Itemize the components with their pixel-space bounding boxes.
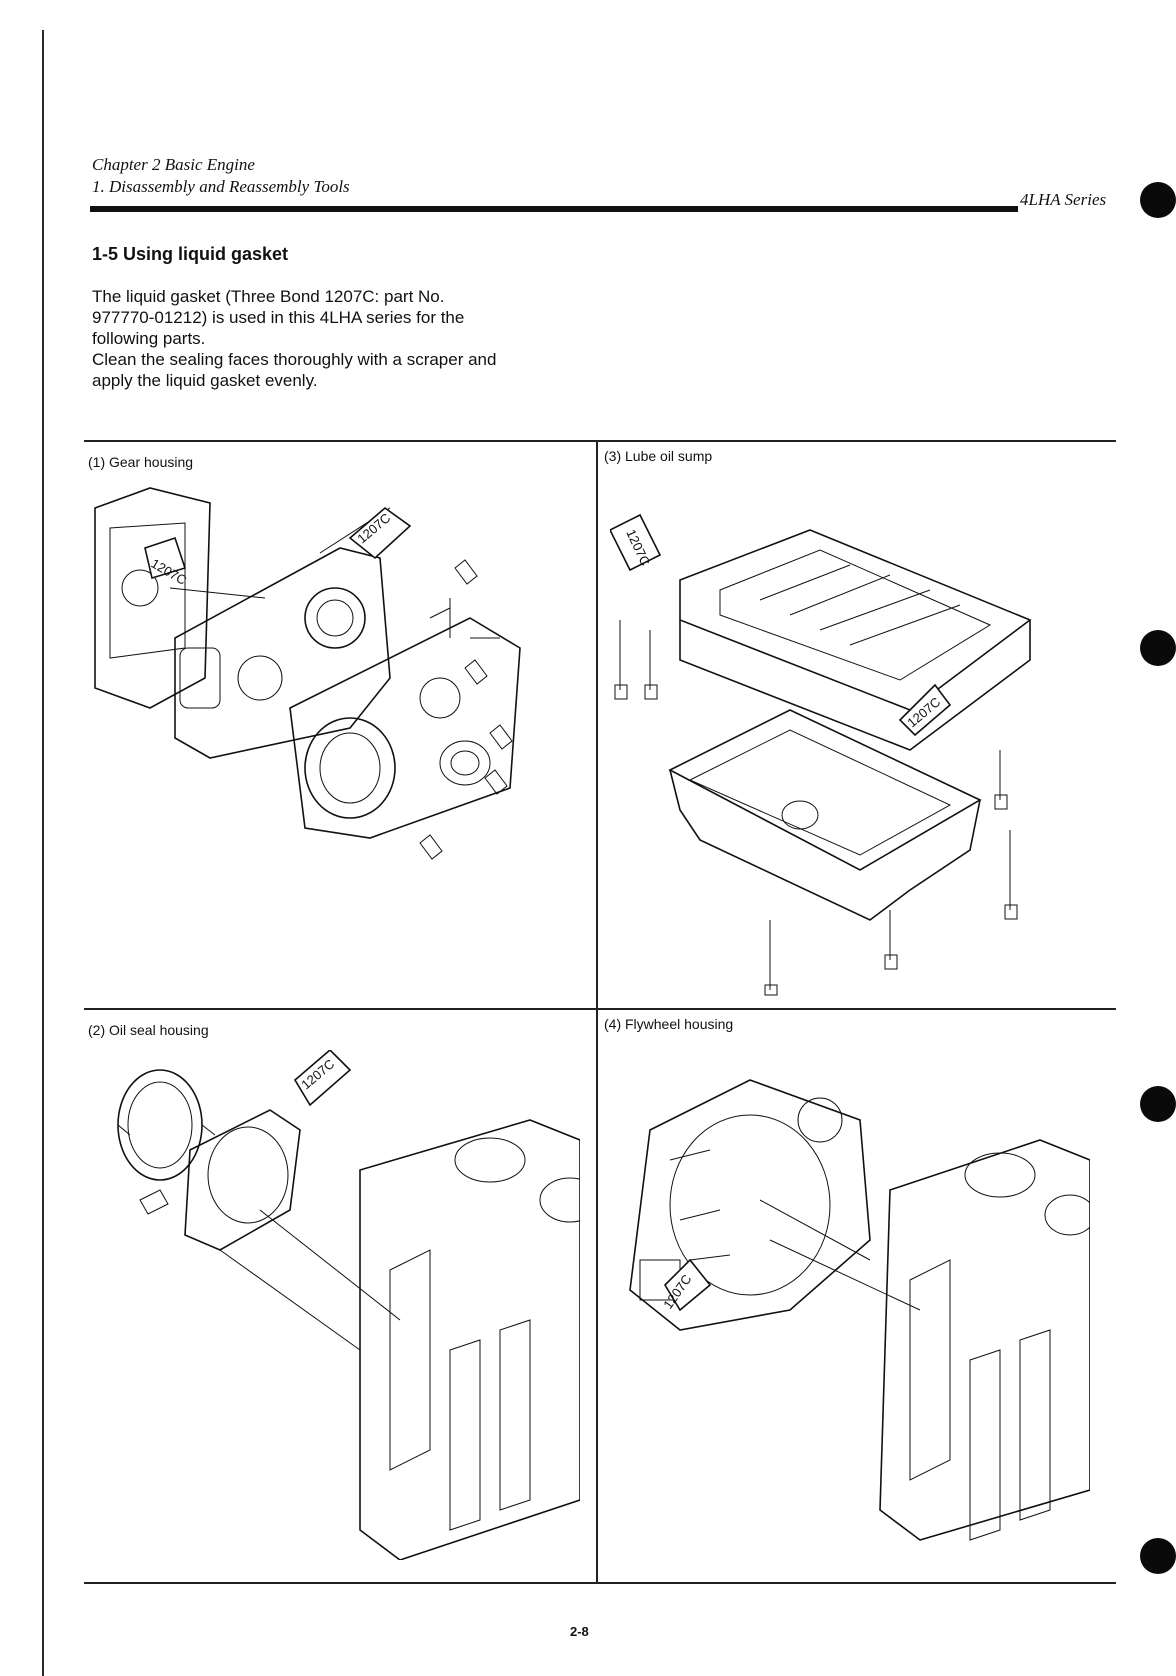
- intro-paragraph: The liquid gasket (Three Bond 1207C: par…: [92, 286, 592, 391]
- lube-oil-sump-illustration: 1207C 1207C: [610, 513, 1032, 996]
- flywheel-housing-illustration: 1207C: [629, 1079, 1090, 1541]
- binder-hole: [1140, 182, 1176, 218]
- intro-line: 977770-01212) is used in this 4LHA serie…: [92, 308, 465, 327]
- figure-grid-top-rule: [84, 440, 1116, 442]
- section-subtitle: 1. Disassembly and Reassembly Tools: [92, 177, 350, 196]
- running-header: Chapter 2 Basic Engine 1. Disassembly an…: [92, 154, 350, 198]
- panel-label-oil-seal-housing: (2) Oil seal housing: [88, 1022, 209, 1038]
- intro-line: The liquid gasket (Three Bond 1207C: par…: [92, 287, 445, 306]
- intro-line: apply the liquid gasket evenly.: [92, 371, 318, 390]
- figure-grid-divider: [596, 440, 598, 1584]
- liquid-gasket-tube-icon: 1207C: [660, 1258, 712, 1312]
- intro-line: following parts.: [92, 329, 206, 348]
- chapter-title: Chapter 2 Basic Engine: [92, 155, 255, 174]
- binder-hole: [1140, 1086, 1176, 1122]
- binder-hole: [1140, 630, 1176, 666]
- section-heading: 1-5 Using liquid gasket: [92, 244, 289, 264]
- page-number: 2-8: [570, 1624, 589, 1639]
- liquid-gasket-tube-icon: 1207C: [348, 506, 412, 560]
- liquid-gasket-tube-icon: 1207C: [610, 513, 662, 572]
- liquid-gasket-tube-icon: 1207C: [898, 683, 952, 737]
- figure-grid-bottom-rule: [84, 1582, 1116, 1584]
- gear-housing-illustration: 1207C 1207C: [94, 487, 521, 860]
- header-rule: [90, 206, 1018, 212]
- binder-line: [42, 30, 44, 1676]
- series-label: 4LHA Series: [1020, 190, 1107, 209]
- panel-label-flywheel-housing: (4) Flywheel housing: [604, 1016, 734, 1032]
- figure-grid-middle-rule: [84, 1008, 1116, 1010]
- panel-label-lube-oil-sump: (3) Lube oil sump: [604, 448, 713, 464]
- liquid-gasket-tube-icon: 1207C: [144, 536, 189, 588]
- panel-label-gear-housing: (1) Gear housing: [88, 454, 194, 470]
- oil-seal-housing-illustration: 1207C: [117, 1050, 580, 1560]
- intro-line: Clean the sealing faces thoroughly with …: [92, 350, 497, 369]
- liquid-gasket-tube-icon: 1207C: [293, 1050, 352, 1107]
- binder-hole: [1140, 1538, 1176, 1574]
